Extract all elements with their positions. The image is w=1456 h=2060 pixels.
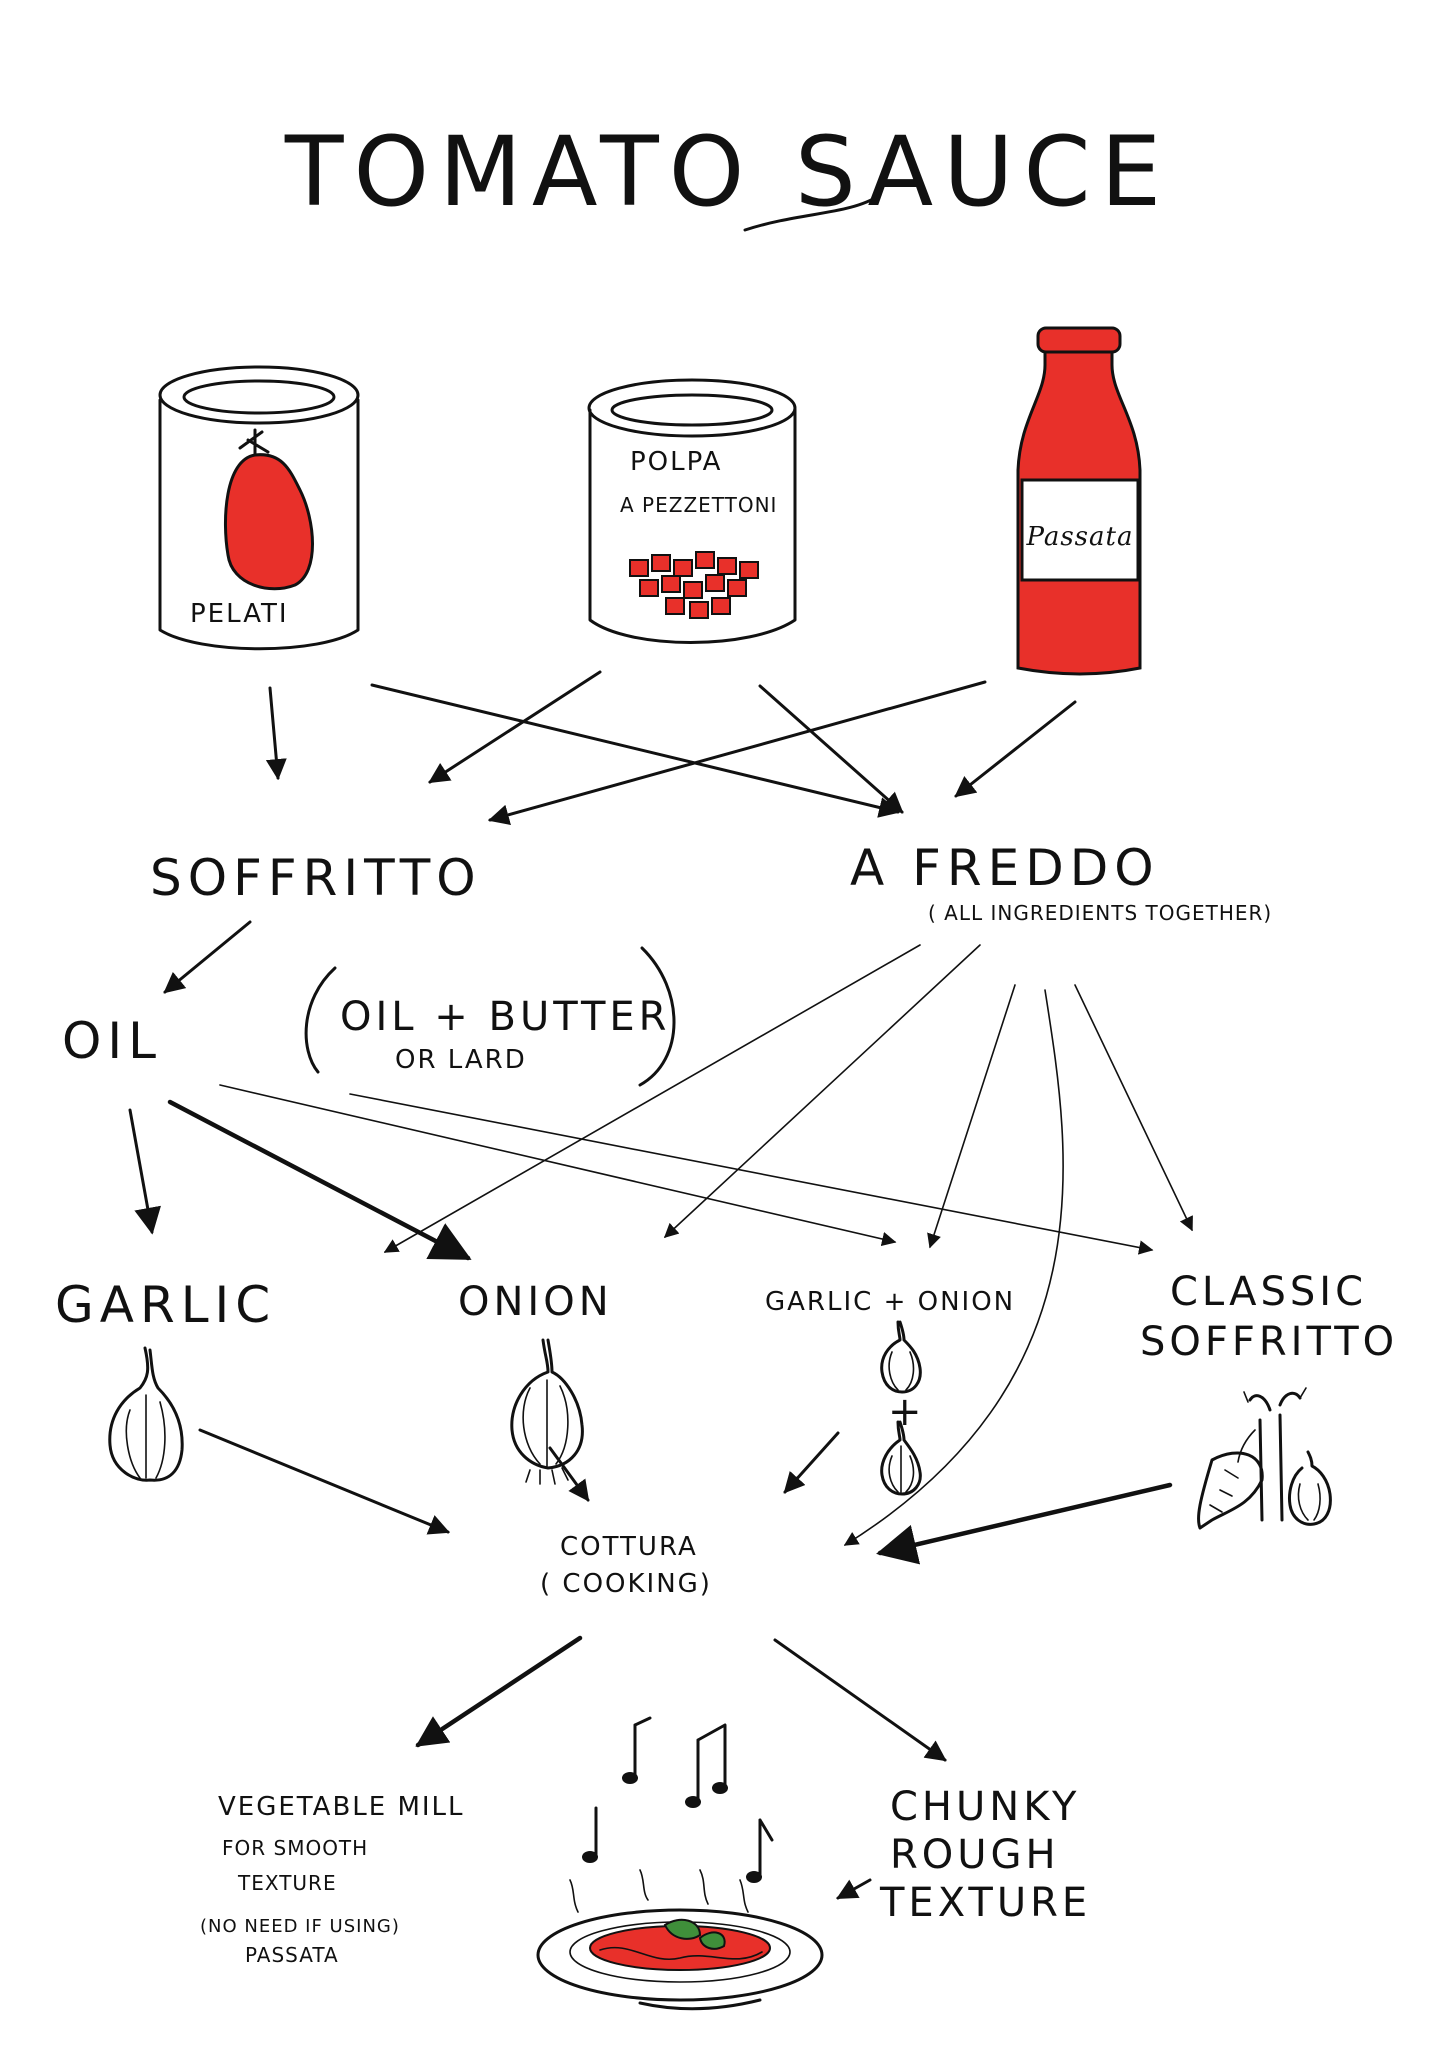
classic-soffritto-label-line2: SOFFRITTO [1140,1319,1398,1365]
onion-label: ONION [458,1279,613,1325]
page-title: TOMATO SAUCE [284,116,1171,228]
oil-arrows [128,1084,1154,1261]
pelati-label: PELATI [190,599,289,629]
a-freddo-note: ( ALL INGREDIENTS TOGETHER) [928,901,1272,925]
small-onion-icon [880,1320,922,1394]
soffritto-heading: SOFFRITTO [150,849,482,907]
a-freddo-heading: A FREDDO [850,839,1160,897]
rough-texture-label: TEXTURE [879,1880,1091,1926]
cooking-to-mill-arrow [415,1635,583,1748]
chunky-to-plate-arrow [836,1878,872,1900]
passata-note: (NO NEED IF USING) [200,1916,400,1937]
passata-note-word: PASSATA [245,1943,339,1967]
polpa-label: POLPA [630,447,722,477]
garlic-icon [108,1346,184,1482]
peeled-tomato-icon [223,453,314,591]
product-arrows [265,670,1077,826]
cooking-to-chunky-arrow [773,1638,947,1762]
tomato-stem-icon [238,428,270,457]
rough-label: ROUGH [890,1832,1060,1878]
or-lard-label: OR LARD [395,1045,527,1075]
soffritto-to-oil-arrow [163,920,252,994]
left-paren [304,966,337,1074]
onion-icon [510,1338,584,1485]
small-garlic-icon [880,1420,922,1496]
pasta-plate-icon [536,1908,824,2011]
music-notes-icon [569,1716,774,1913]
passata-bottle: Passata [1016,326,1142,676]
vegetable-mill-label: VEGETABLE MILL [218,1792,465,1822]
garlic-label: GARLIC [55,1276,276,1334]
cooking-label: ( COOKING) [540,1569,712,1599]
classic-soffritto-label-line1: CLASSIC [1170,1269,1367,1315]
garlic-onion-label: GARLIC + ONION [765,1287,1015,1317]
a-freddo-arrows [383,944,1193,1546]
polpa-can: POLPA A PEZZETTONI [587,378,797,644]
oil-butter-label: OIL + BUTTER [340,994,670,1040]
smooth-texture-label: TEXTURE [237,1871,337,1895]
cottura-label: COTTURA [560,1532,698,1562]
smooth-label: FOR SMOOTH [222,1836,368,1860]
polpa-subtitle-label: A PEZZETTONI [620,493,777,517]
carrot-celery-onion-icon [1197,1387,1332,1530]
title-underline-flourish [743,193,882,232]
oil-label: OIL [62,1012,162,1070]
chunky-label: CHUNKY [890,1784,1080,1830]
plus-sign: + [888,1389,926,1435]
passata-label: Passata [1026,522,1134,552]
pelati-can: PELATI [158,365,360,651]
chopped-tomato-icon [629,551,759,619]
base-to-cooking-arrows [198,1428,1173,1565]
right-paren [638,946,676,1087]
